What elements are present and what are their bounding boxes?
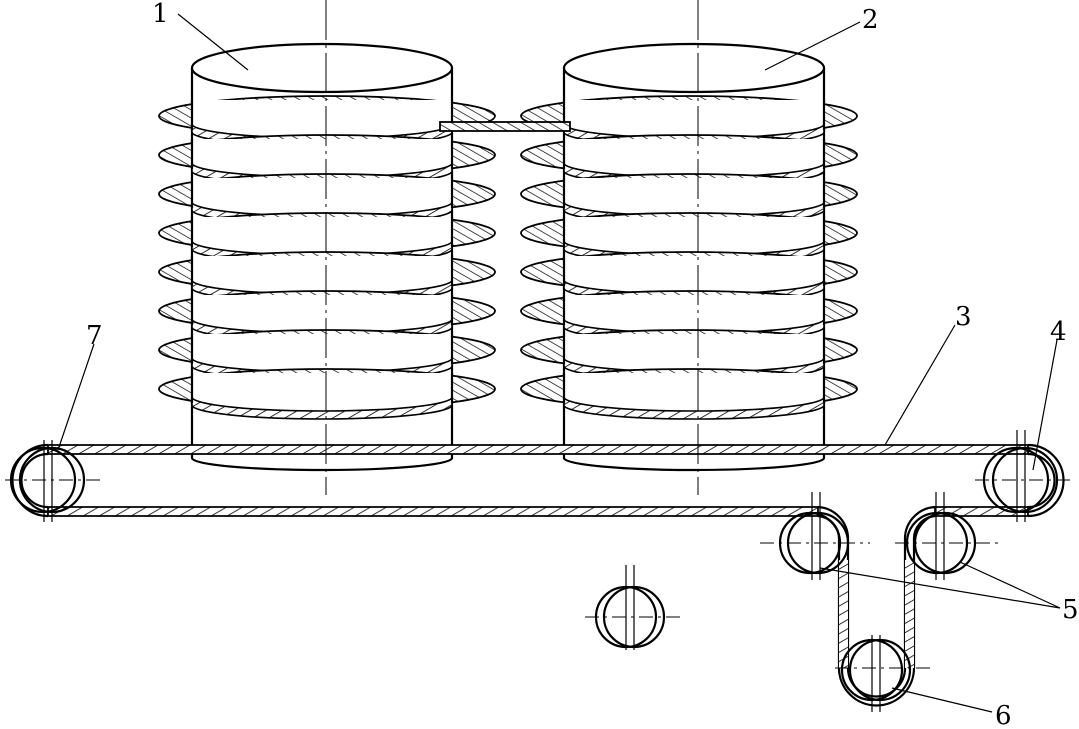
drum-top-cap <box>190 42 454 94</box>
drum-right <box>520 42 858 472</box>
label-tension-roller: 6 <box>995 701 1012 729</box>
label-drum-left: 1 <box>152 0 169 29</box>
label-guide-rollers: 5 <box>1062 595 1079 625</box>
roller-left <box>5 440 100 522</box>
drum-left <box>158 42 496 472</box>
coil-tier <box>158 368 496 420</box>
drum-top-cap <box>562 42 826 94</box>
label-belt: 3 <box>955 302 972 332</box>
guide-roller-right <box>895 492 998 580</box>
label-roller-right: 4 <box>1050 317 1067 347</box>
top-transfer-strip <box>439 121 571 132</box>
roller-right <box>975 430 1075 522</box>
label-roller-left: 7 <box>86 321 103 351</box>
coil-tier <box>520 368 858 420</box>
conveyor-belt <box>11 443 1065 707</box>
leader-lines <box>57 13 1061 713</box>
label-drum-right: 2 <box>862 5 879 35</box>
coil-tier <box>520 95 858 147</box>
guide-roller-left <box>760 492 870 580</box>
tension-roller <box>835 635 930 712</box>
detached-roller <box>585 565 685 650</box>
